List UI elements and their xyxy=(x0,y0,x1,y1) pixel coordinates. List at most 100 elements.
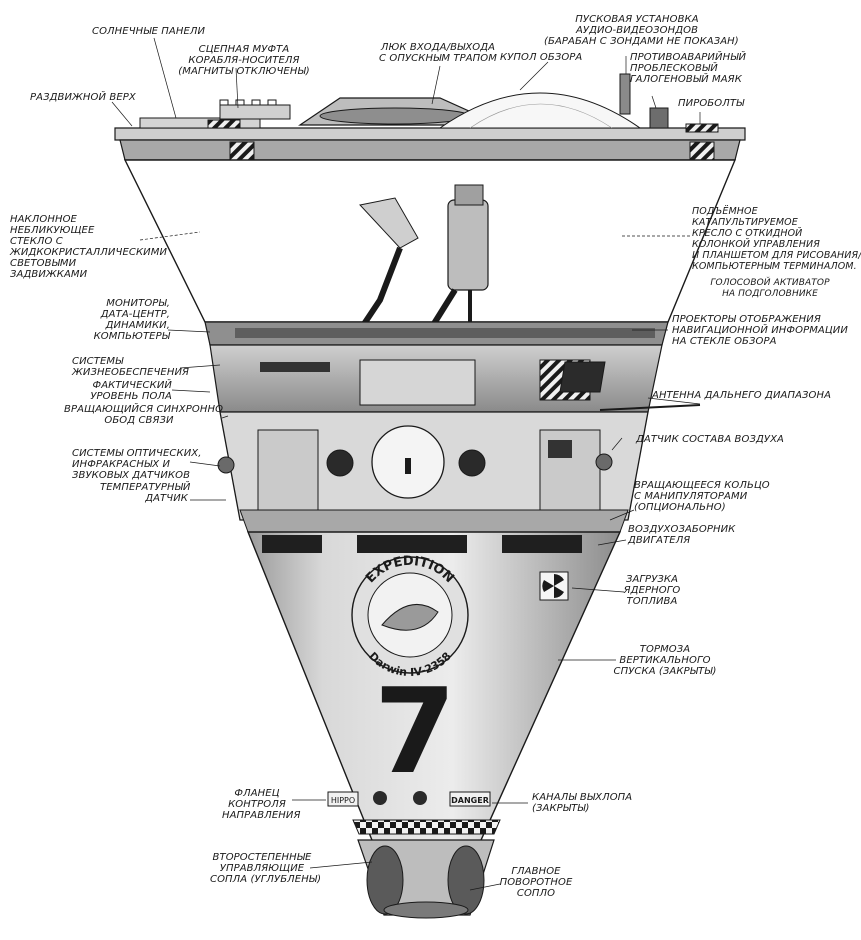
label-monitors: МОНИТОРЫ,ДАТА-ЦЕНТР,ДИНАМИКИ,КОМПЬЮТЕРЫ xyxy=(80,298,170,342)
label-line: С ОПУСКНЫМ ТРАПОМ xyxy=(379,53,497,64)
ejection-seat xyxy=(357,184,489,332)
label-line: РАЗДВИЖНОЙ ВЕРХ xyxy=(30,92,136,103)
craft-number: 7 xyxy=(374,662,456,800)
label-line: КАНАЛЫ ВЫХЛОПА xyxy=(532,792,633,803)
label-line: ЖИЗНЕОБЕСПЕЧЕНИЯ xyxy=(72,367,190,378)
label-line: СПУСКА (ЗАКРЫТЫ) xyxy=(613,666,717,677)
label-line: КОМПЬЮТЕРНЫМ ТЕРМИНАЛОМ. xyxy=(692,261,857,272)
label-line: ПРОЕКТОРЫ ОТОБРАЖЕНИЯ xyxy=(672,314,821,325)
label-line: КОМПЬЮТЕРЫ xyxy=(93,331,170,342)
glass-cabin xyxy=(123,159,737,332)
danger-plate xyxy=(449,791,491,807)
label-solar-panels: СОЛНЕЧНЫЕ ПАНЕЛИ xyxy=(92,26,206,37)
observation-dome xyxy=(438,92,642,129)
label-line: СОЛНЕЧНЫЕ ПАНЕЛИ xyxy=(92,26,206,37)
label-dome: КУПОЛ ОБЗОРА xyxy=(500,52,582,63)
label-line: НАКЛОННОЕ xyxy=(10,214,77,225)
label-line: НАВИГАЦИОННОЙ ИНФОРМАЦИИ xyxy=(672,325,848,336)
label-line: КОЛОНКОЙ УПРАВЛЕНИЯ xyxy=(692,239,820,250)
label-line: КАТАПУЛЬТИРУЕМОЕ xyxy=(692,217,798,228)
probe-launcher xyxy=(619,73,631,115)
label-antenna: АНТЕННА ДАЛЬНЕГО ДИАПАЗОНА xyxy=(652,390,832,401)
label-line: СТЕКЛО С xyxy=(10,236,63,247)
sensor-ring xyxy=(217,411,649,533)
label-line: АУДИО-ВИДЕОЗОНДОВ xyxy=(575,25,699,36)
label-line: (БАРАБАН С ЗОНДАМИ НЕ ПОКАЗАН) xyxy=(544,36,739,47)
label-line: И ПЛАНШЕТОМ ДЛЯ РИСОВАНИЯ/ xyxy=(692,250,861,261)
label-line: СВЕТОВЫМИ xyxy=(10,258,77,269)
danger-label: DANGER xyxy=(451,796,489,805)
label-sliding-top: РАЗДВИЖНОЙ ВЕРХ xyxy=(30,92,150,103)
leader-lines xyxy=(111,37,701,891)
label-line: КОРАБЛЯ-НОСИТЕЛЯ xyxy=(188,55,300,66)
lower-cone: EXPEDITION Darwin IV-2358 7 HIPPO DANGER xyxy=(246,531,622,919)
label-line: СИСТЕМЫ xyxy=(72,356,124,367)
checker-band xyxy=(352,819,501,835)
label-line: ЗАДВИЖКАМИ xyxy=(10,269,88,280)
label-line: КОНТРОЛЯ xyxy=(228,799,286,810)
label-line: ТЕМПЕРАТУРНЫЙ xyxy=(100,482,191,493)
label-line: ТОРМОЗА xyxy=(639,644,691,655)
label-line: ПРОТИВОАВАРИЙНЫЙ xyxy=(630,52,747,63)
label-line: (МАГНИТЫ ОТКЛЮЧЕНЫ) xyxy=(178,66,310,77)
label-line: ПОВОРОТНОЕ xyxy=(499,877,573,888)
label-line: УПРАВЛЯЮЩИЕ xyxy=(219,863,305,874)
label-pyrobolts: ПИРОБОЛТЫ xyxy=(678,98,758,109)
label-line: ТОПЛИВА xyxy=(626,596,678,607)
label-line: ВРАЩАЮЩЕЕСЯ КОЛЬЦО xyxy=(634,480,770,491)
label-line: ИНФРАКРАСНЫХ И xyxy=(72,459,171,470)
label-line: НА СТЕКЛЕ ОБЗОРА xyxy=(672,336,777,347)
label-line: ДАТЧИК xyxy=(145,493,188,504)
label-line: ГЛАВНОЕ xyxy=(511,866,561,877)
hippo-plate xyxy=(327,791,359,807)
label-line: СЦЕПНАЯ МУФТА xyxy=(198,44,290,55)
label-line: ДАТА-ЦЕНТР, xyxy=(100,309,170,320)
label-line: ГАЛОГЕНОВЫЙ МАЯК xyxy=(630,74,742,85)
label-line: ВРАЩАЮЩИЙСЯ СИНХРОННО xyxy=(64,404,224,415)
expedition-emblem: EXPEDITION Darwin IV-2358 xyxy=(351,554,469,679)
label-line: ВОЗДУХОЗАБОРНИК xyxy=(628,524,736,535)
label-line: ЗВУКОВЫХ ДАТЧИКОВ xyxy=(72,470,191,481)
label-line: НАПРАВЛЕНИЯ xyxy=(222,810,301,821)
top-deck xyxy=(114,73,746,183)
label-line: НА ПОДГОЛОВНИКЕ xyxy=(722,289,818,299)
hippo-label: HIPPO xyxy=(331,796,355,805)
label-air-sensor: ДАТЧИК СОСТАВА ВОЗДУХА xyxy=(636,434,796,445)
label-line: СИСТЕМЫ ОПТИЧЕСКИХ, xyxy=(72,448,202,459)
label-line: ЛЮК ВХОДА/ВЫХОДА xyxy=(380,42,496,53)
label-line: ЯДЕРНОГО xyxy=(623,585,681,596)
label-line: ФЛАНЕЦ xyxy=(234,788,280,799)
label-line: ФАКТИЧЕСКИЙ xyxy=(92,380,172,391)
label-line: АНТЕННА ДАЛЬНЕГО ДИАПАЗОНА xyxy=(652,390,832,401)
label-line: ДИНАМИКИ, xyxy=(105,320,170,331)
antenna xyxy=(599,404,701,411)
label-line: (ОПЦИОНАЛЬНО) xyxy=(634,502,726,513)
docking-crenellation xyxy=(219,104,291,120)
label-line: СОПЛО xyxy=(516,888,556,899)
label-exhaust: КАНАЛЫ ВЫХЛОПА(ЗАКРЫТЫ) xyxy=(532,792,642,814)
label-line: ГОЛОСОВОЙ АКТИВАТОР xyxy=(710,278,830,288)
label-line: МОНИТОРЫ, xyxy=(106,298,170,309)
beacon xyxy=(649,107,669,129)
label-line: ОБОД СВЯЗИ xyxy=(104,415,174,426)
label-line: СОПЛА (УГЛУБЛЕНЫ) xyxy=(210,874,322,885)
label-line: (ЗАКРЫТЫ) xyxy=(532,803,590,814)
label-line: С МАНИПУЛЯТОРАМИ xyxy=(634,491,748,502)
label-line: КРЕСЛО С ОТКИДНОЙ xyxy=(692,228,803,239)
